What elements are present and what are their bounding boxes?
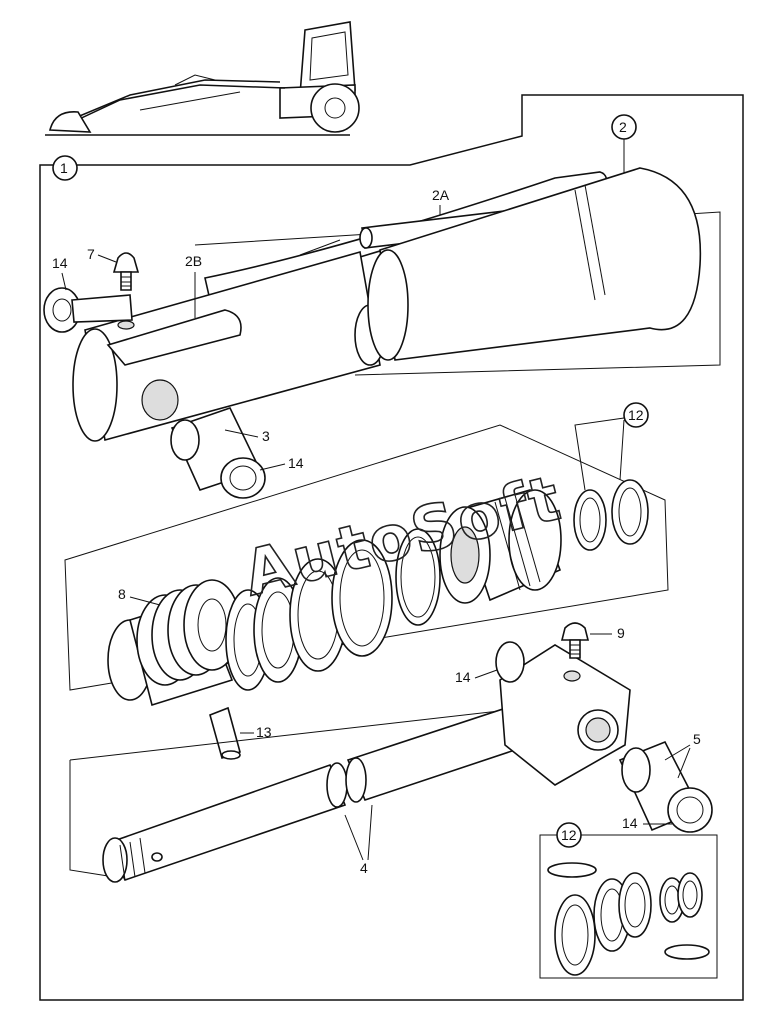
gland bbox=[439, 489, 562, 604]
callout-14-top: 14 bbox=[52, 255, 68, 271]
callout-8: 8 bbox=[118, 586, 126, 602]
callout-7: 7 bbox=[87, 246, 95, 262]
callout-1-circle bbox=[52, 155, 78, 181]
callout-2b: 2B bbox=[185, 253, 202, 269]
callout-2: 2 bbox=[619, 119, 627, 135]
bushing-3 bbox=[170, 407, 266, 499]
bushing-5 bbox=[618, 740, 713, 833]
callout-12-box: 12 bbox=[561, 827, 577, 843]
callout-9: 9 bbox=[617, 625, 625, 641]
callout-14-bushing: 14 bbox=[288, 455, 304, 471]
callout-3: 3 bbox=[262, 428, 270, 444]
callout-5: 5 bbox=[693, 731, 701, 747]
gland-rings-top bbox=[573, 479, 649, 551]
callout-2a: 2A bbox=[432, 187, 450, 203]
machine-thumbnail bbox=[45, 21, 360, 136]
callout-13: 13 bbox=[256, 724, 272, 740]
callout-14-bushing-5: 14 bbox=[622, 815, 638, 831]
seal-kit-box bbox=[539, 822, 718, 979]
piston-seal-rings bbox=[225, 528, 441, 691]
callout-4: 4 bbox=[360, 860, 368, 876]
piston-group-frame bbox=[64, 424, 669, 691]
grease-nipple-9 bbox=[560, 622, 590, 659]
callout-14-rod: 14 bbox=[455, 669, 471, 685]
grease-nipple-7 bbox=[112, 252, 140, 330]
pin-13 bbox=[209, 706, 241, 760]
callout-12-top: 12 bbox=[628, 407, 644, 423]
piston-rod-4 bbox=[69, 641, 631, 883]
cylinder-barrel-assembly: 2A 2B bbox=[43, 167, 721, 442]
diagram-frame bbox=[39, 94, 744, 1001]
callout-12-box-circle bbox=[556, 822, 582, 848]
callout-12-top-circle bbox=[623, 402, 649, 428]
piston-head-8 bbox=[107, 579, 241, 707]
callout-1: 1 bbox=[60, 160, 68, 176]
